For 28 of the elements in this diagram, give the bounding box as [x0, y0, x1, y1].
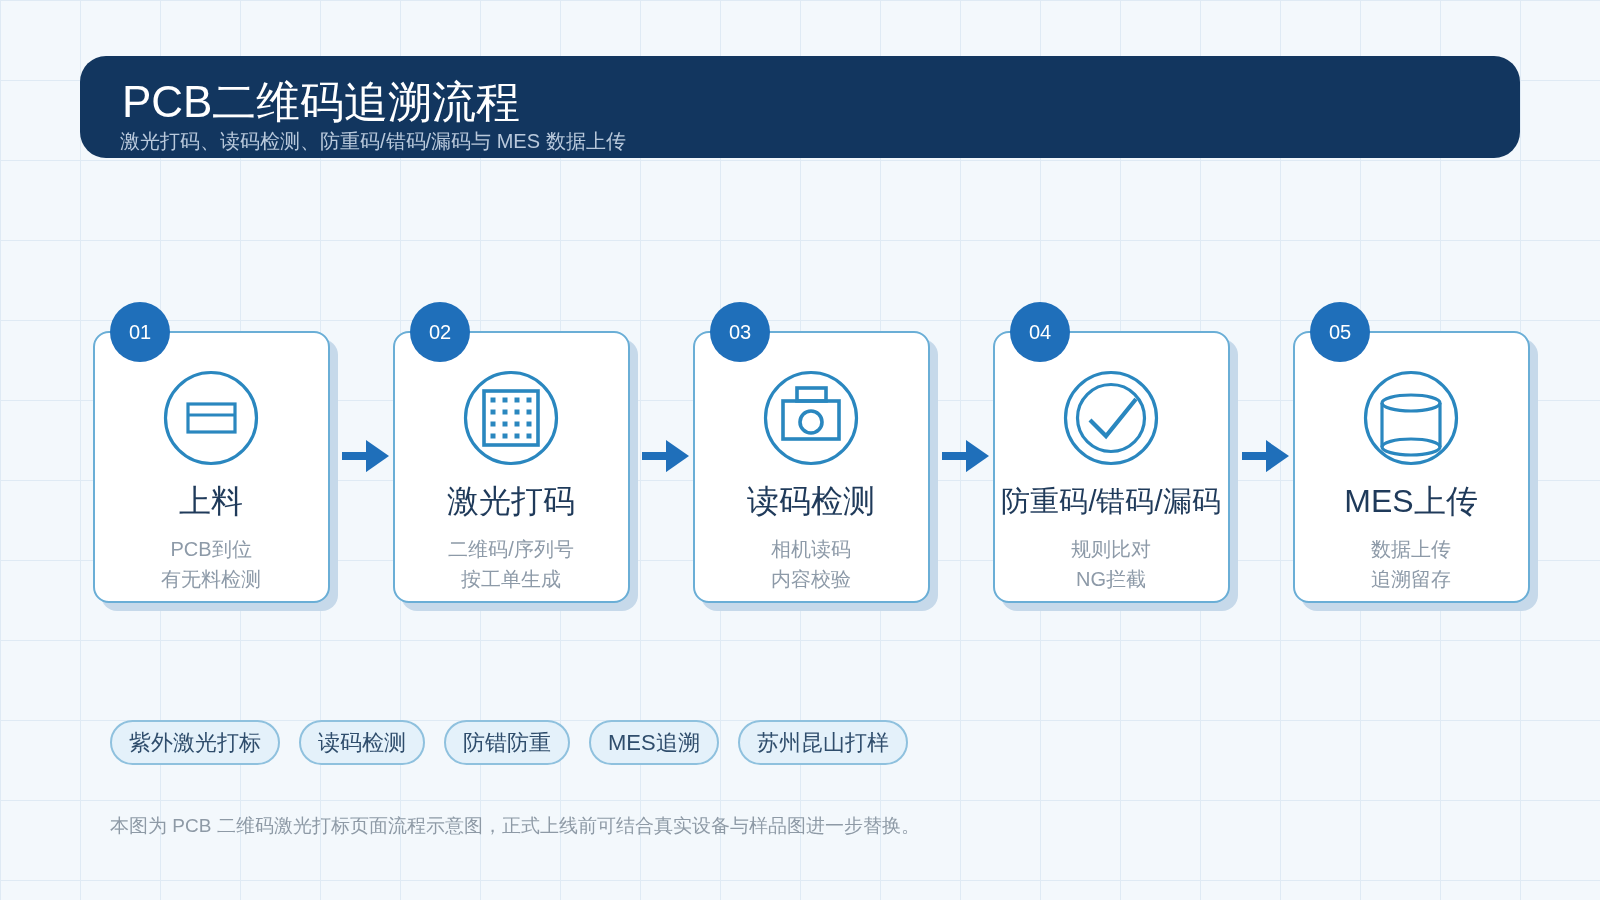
step-number-badge: 01	[110, 302, 170, 362]
step-description: 内容校验	[770, 567, 852, 592]
step-description: 有无料检测	[160, 567, 262, 592]
keyword-tag: 紫外激光打标	[110, 720, 280, 765]
step-title: 读码检测	[746, 482, 876, 521]
keyword-tag: 读码检测	[299, 720, 425, 765]
step-number-badge: 04	[1010, 302, 1070, 362]
keyword-tag: MES追溯	[589, 720, 719, 765]
step-title: 上料	[178, 482, 244, 521]
step-description: 数据上传	[1370, 537, 1452, 562]
step-title: MES上传	[1343, 482, 1479, 521]
keyword-tag: 防错防重	[444, 720, 570, 765]
diagram-title: PCB二维码追溯流程	[122, 76, 521, 128]
keyword-tag: 苏州昆山打样	[737, 720, 908, 765]
step-number-badge: 02	[410, 302, 470, 362]
step-description: 规则比对	[1070, 537, 1152, 562]
step-description: NG拦截	[1075, 567, 1147, 592]
step-description: 追溯留存	[1370, 567, 1452, 592]
step-title: 激光打码	[446, 482, 576, 521]
footnote: 本图为 PCB 二维码激光打标页面流程示意图，正式上线前可结合真实设备与样品图进一步替换。	[110, 814, 920, 838]
step-number-badge: 03	[710, 302, 770, 362]
step-description: 二维码/序列号	[447, 537, 575, 562]
step-description: 相机读码	[770, 537, 852, 562]
subtitle: 激光打码、读码检测、防重码/错码/漏码与 MES 数据上传	[120, 129, 626, 154]
step-number-badge: 05	[1310, 302, 1370, 362]
step-description: PCB到位	[169, 537, 253, 562]
step-description: 按工单生成	[460, 567, 562, 592]
step-title: 防重码/错码/漏码	[1001, 484, 1221, 519]
